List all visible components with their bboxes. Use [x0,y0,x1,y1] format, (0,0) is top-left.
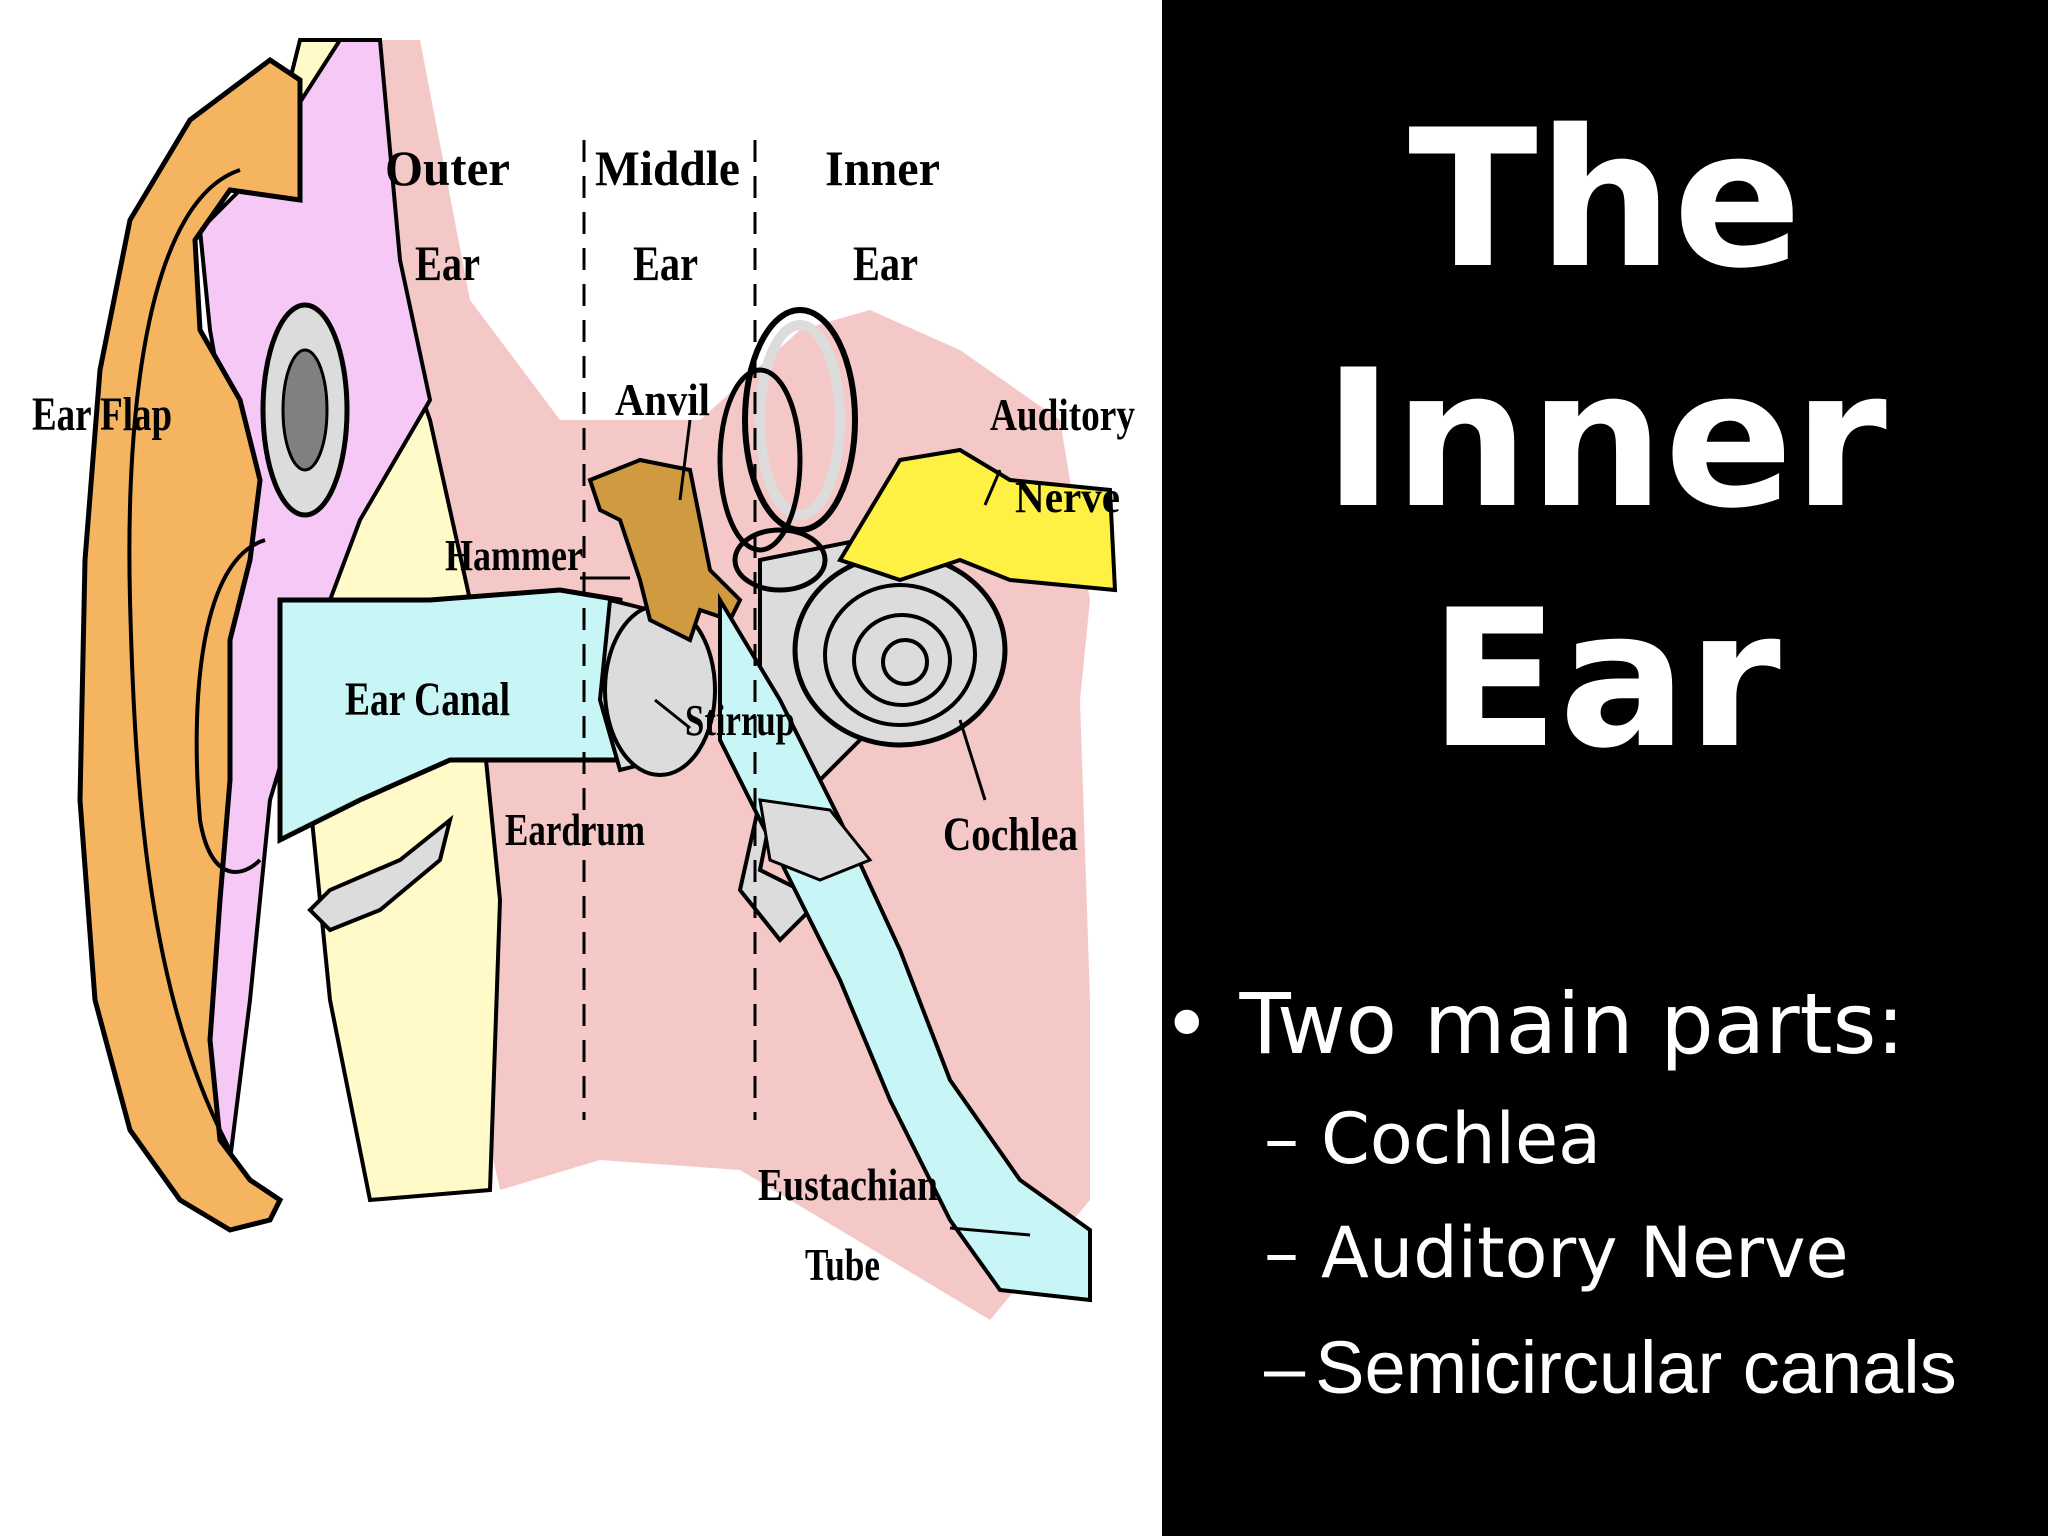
hammer-label: Hammer [445,531,583,580]
eardrum-label: Eardrum [505,804,645,855]
cochlea-label: Cochlea [943,808,1078,861]
bullet-text: Two main parts: [1239,975,1905,1073]
ear-flap-shape [77,56,303,1233]
sub-item-cochlea: –Cochlea [1264,1098,1601,1180]
eustachian-tube-label-line2: Tube [805,1239,880,1290]
auditory-nerve-shape [837,447,1118,593]
middle-ear-label-line2: Ear [633,235,698,291]
slide-title-line3: Ear [1429,569,1781,790]
sub-item-text: Cochlea [1321,1098,1601,1180]
bullet-marker: • [1162,975,1212,1073]
ear-canal-shape [277,587,623,845]
semicircular-canal-1 [742,307,858,533]
ear-diagram: Outer Ear Middle Ear Inner Ear Ear Flap … [0,0,1162,1536]
middle-ear-label-line1: Middle [595,140,740,196]
sub-item-semicircular-canals: –Semicircular canals [1264,1325,1957,1410]
outer-ear-label-line2: Ear [415,235,480,291]
semicircular-canal-1-inner [755,320,845,520]
slide-text-panel: The Inner Ear •Two main parts: –Cochlea … [1162,0,2048,1536]
middle-ear-cavity [603,603,717,777]
lower-bone [307,814,454,933]
semicircular-canal-2 [717,367,803,553]
auditory-nerve-label-line1: Auditory [990,389,1135,440]
inner-ear-label-line1: Inner [825,140,940,196]
slide-title-line2: Inner [1323,329,1887,550]
slide-title-line1: The [1408,89,1802,310]
inner-ear-label-line2: Ear [853,235,918,291]
sub-item-auditory-nerve: –Auditory Nerve [1264,1212,1849,1294]
flap-fold-2 [194,538,266,874]
anvil-label: Anvil [615,374,710,425]
flap-fold-1 [127,168,241,1151]
concha-inner [281,348,329,472]
ossicles-shape [587,457,743,643]
sub-item-text: Semicircular canals [1315,1326,1957,1409]
cochlea-spiral [792,552,1008,748]
stirrup-label: Stirrup [685,696,795,745]
semicircular-canal-3 [732,527,828,593]
eustachian-tube-label-line1: Eustachian [758,1159,938,1210]
pointer-lines [580,419,1031,1237]
sub-item-text: Auditory Nerve [1321,1212,1849,1294]
sub-marker: – [1264,1212,1299,1294]
sub-marker: – [1264,1098,1299,1180]
sub-marker: – [1264,1326,1306,1409]
outer-ear-label-line1: Outer [385,140,510,196]
bullet-item: • Two main parts: [1162,975,1905,1073]
ear-anatomy-illustration: Outer Ear Middle Ear Inner Ear Ear Flap … [32,38,1135,1320]
auditory-nerve-label-line2: Nerve [1015,473,1120,522]
ear-flap-label: Ear Flap [32,388,172,441]
canal-floor-bone [758,798,873,882]
ear-canal-label: Ear Canal [345,673,510,726]
